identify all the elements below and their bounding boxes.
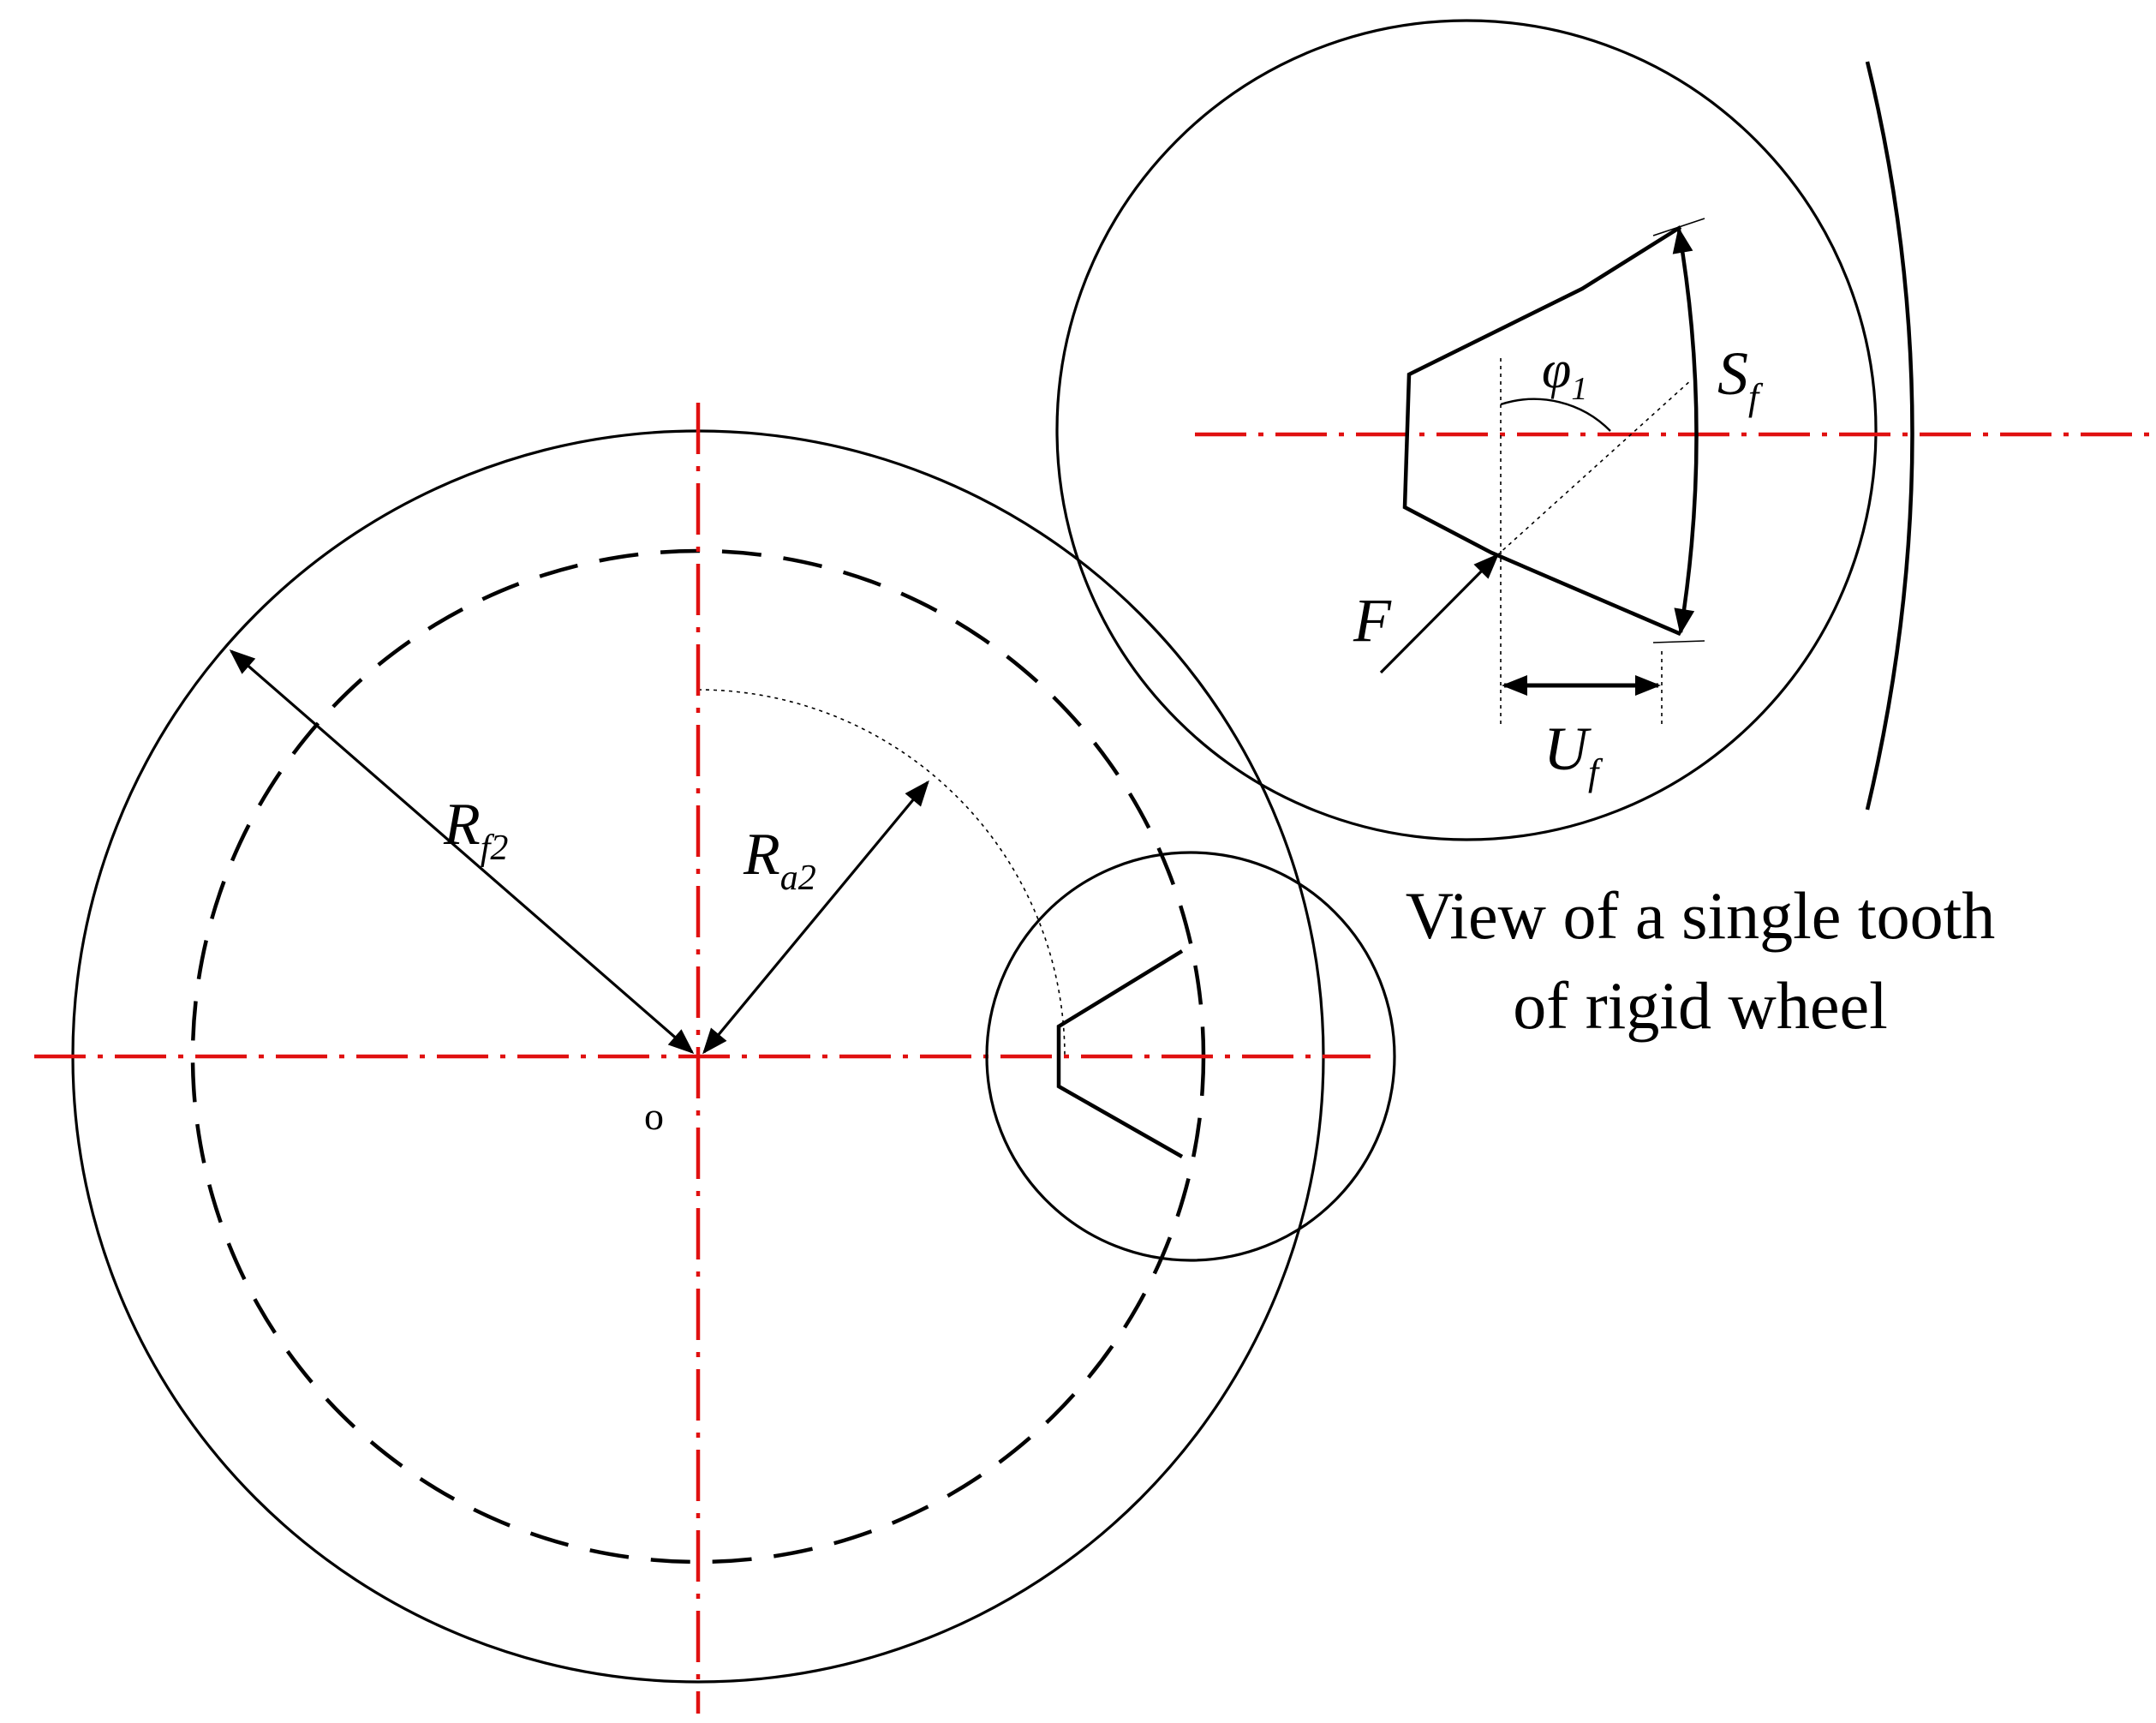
dotted-reference-arc: [697, 689, 1066, 1057]
tooth-outline-small: [1056, 949, 1184, 1158]
sf-dimension-arc: [1672, 227, 1699, 635]
force-arrow: [1379, 553, 1500, 674]
uf-label: Uf: [1544, 715, 1604, 793]
detail-circle: [1055, 19, 1878, 841]
phi-label: φ1: [1542, 341, 1587, 407]
force-label: F: [1353, 586, 1392, 655]
zoom-circle: [985, 851, 1396, 1262]
caption-line-1: View of a single tooth: [1406, 878, 1996, 953]
rf2-label: Rf2: [443, 792, 508, 868]
tip-tick-top: [1652, 218, 1705, 236]
sf-label: Sf: [1717, 339, 1764, 418]
phi-angle-arc: [1500, 398, 1611, 432]
line-of-action: [1496, 379, 1693, 556]
detail-rim-arc: [1865, 61, 1914, 811]
origin-label: o: [644, 1094, 664, 1138]
detail-tooth-view: φ1 Sf F Uf: [1055, 19, 2150, 841]
tip-tick-bottom: [1652, 640, 1705, 643]
rf2-radius-arrow: [229, 649, 695, 1054]
ra2-label: Ra2: [743, 822, 816, 898]
ra2-radius-arrow: [702, 780, 929, 1055]
main-wheel-view: Rf2 Ra2 o: [34, 403, 1396, 1714]
tooth-outline-detail: [1402, 225, 1682, 637]
caption-line-2: of rigid wheel: [1513, 968, 1888, 1043]
